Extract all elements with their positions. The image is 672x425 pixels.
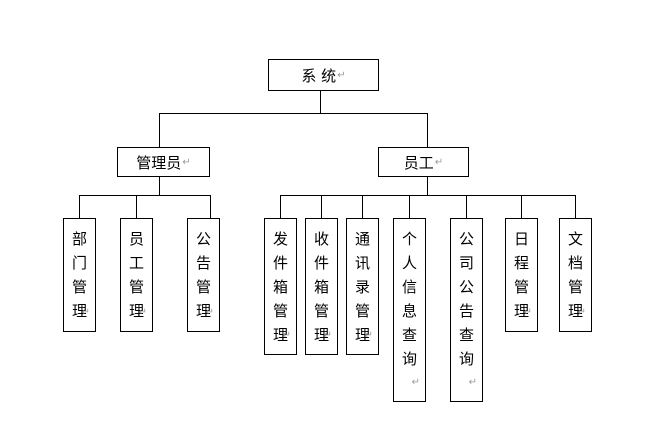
node-root: 系 统↵ — [268, 59, 379, 91]
paragraph-mark-icon: ↵ — [182, 156, 191, 168]
node-department-management-label: 部门管理 — [71, 230, 87, 320]
paragraph-mark-icon: ↵ — [411, 377, 420, 388]
node-admin: 管理员↵ — [117, 147, 210, 177]
paragraph-mark-icon: ↵ — [337, 69, 346, 81]
node-outbox-management: 发件箱管理 ↵ — [264, 218, 297, 355]
paragraph-mark-icon: ↵ — [468, 377, 477, 388]
node-department-management: 部门管理 ↵ — [63, 218, 96, 332]
paragraph-mark-icon: ↵ — [282, 330, 291, 341]
node-outbox-management-label: 发件箱管理 — [272, 230, 288, 344]
paragraph-mark-icon: ↵ — [81, 307, 90, 318]
paragraph-mark-icon: ↵ — [577, 307, 586, 318]
node-contacts-management-label: 通讯录管理 — [354, 230, 370, 344]
node-schedule-management-label: 日程管理 — [513, 230, 529, 320]
node-company-announcement-query-label: 公司公告查询 — [458, 230, 474, 368]
paragraph-mark-icon: ↵ — [205, 307, 214, 318]
paragraph-mark-icon: ↵ — [434, 156, 444, 168]
node-announcement-management: 公告管理 ↵ — [187, 218, 220, 332]
node-document-management-label: 文档管理 — [567, 230, 583, 320]
node-personal-info-query: 个人信息查询 ↵ — [393, 218, 426, 402]
node-contacts-management: 通讯录管理 ↵ — [346, 218, 379, 355]
paragraph-mark-icon: ↵ — [523, 307, 532, 318]
node-schedule-management: 日程管理 ↵ — [505, 218, 538, 332]
node-staff: 员工↵ — [378, 147, 469, 177]
paragraph-mark-icon: ↵ — [138, 307, 147, 318]
node-document-management: 文档管理 ↵ — [559, 218, 592, 332]
node-admin-label: 管理员 — [136, 153, 182, 172]
node-company-announcement-query: 公司公告查询 ↵ — [450, 218, 483, 402]
node-employee-management: 员工管理 ↵ — [120, 218, 153, 332]
node-inbox-management: 收件箱管理 ↵ — [305, 218, 338, 355]
paragraph-mark-icon: ↵ — [364, 330, 373, 341]
node-root-label: 系 统 — [301, 66, 337, 85]
paragraph-mark-icon: ↵ — [323, 330, 332, 341]
node-staff-label: 员工 — [403, 153, 434, 172]
node-employee-management-label: 员工管理 — [128, 230, 144, 320]
node-personal-info-query-label: 个人信息查询 — [401, 230, 417, 368]
node-announcement-management-label: 公告管理 — [195, 230, 211, 320]
node-inbox-management-label: 收件箱管理 — [313, 230, 329, 344]
